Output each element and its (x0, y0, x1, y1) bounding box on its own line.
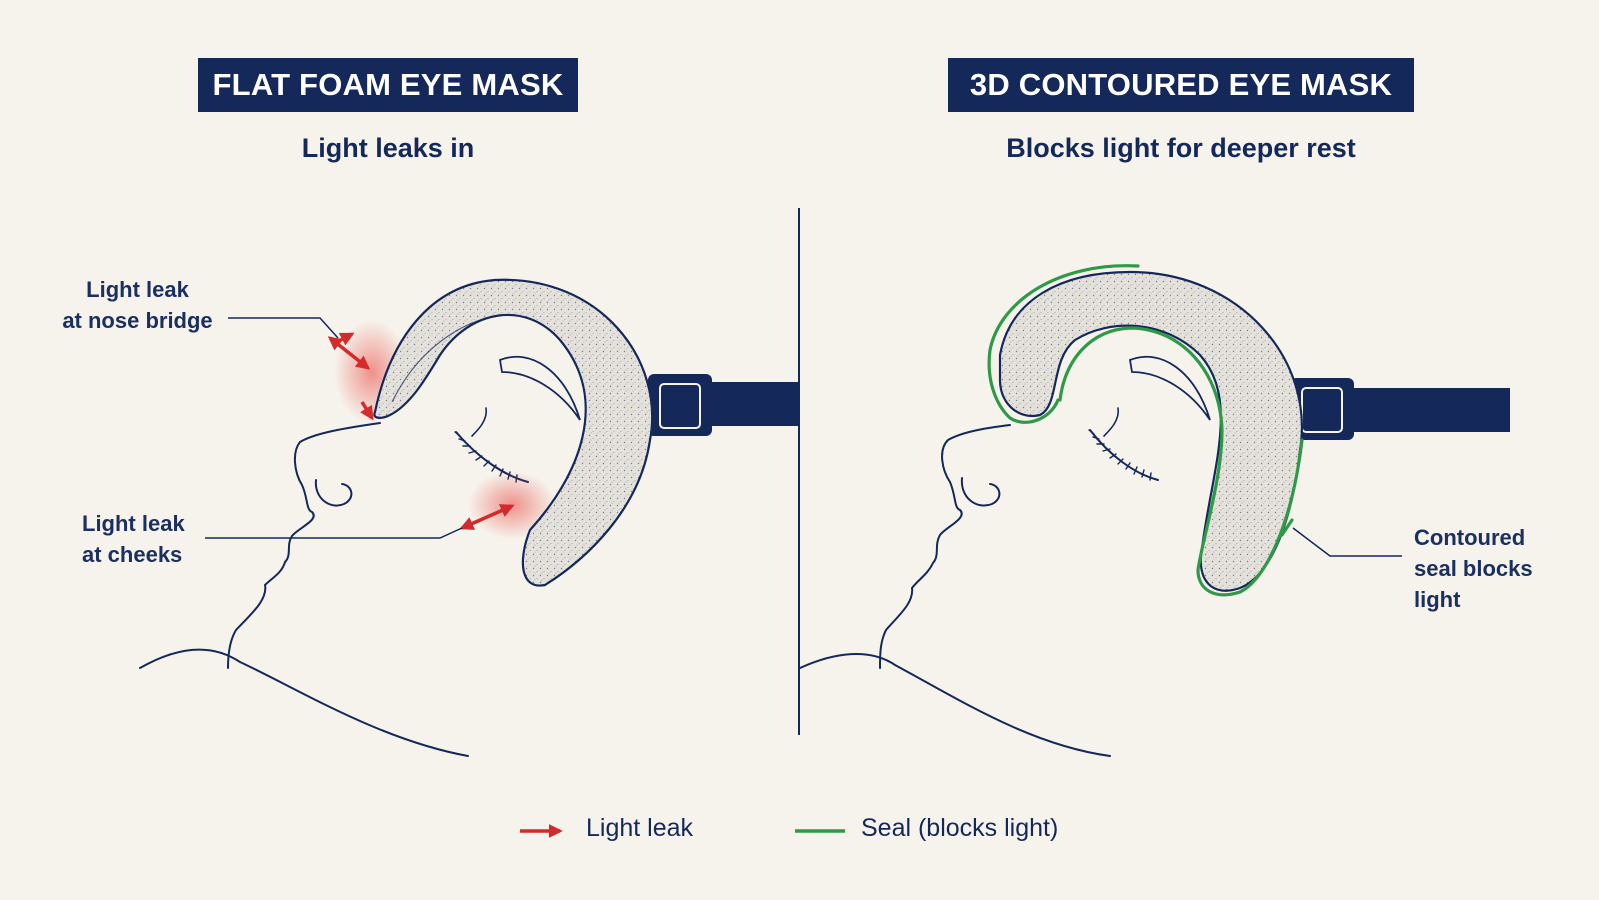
callout-nose-bridge: Light leak at nose bridge (60, 274, 215, 336)
left-eyebrow (498, 355, 581, 421)
legend-seal-label: Seal (blocks light) (861, 814, 1059, 842)
right-face-profile (799, 407, 1159, 757)
right-eyelashes (1088, 429, 1152, 481)
callout-contoured-seal: Contoured seal blocks light (1414, 522, 1554, 615)
callout-nose-bridge-line2: at nose bridge (62, 308, 213, 333)
callout-cheeks: Light leak at cheeks (82, 508, 192, 570)
right-eyebrow (1128, 355, 1211, 421)
callout-cheeks-line2: at cheeks (82, 542, 183, 567)
seal-inner (1058, 326, 1304, 597)
right-leader-line (1292, 527, 1402, 557)
left-face-profile (139, 407, 529, 757)
callout-cheeks-line1: Light leak (82, 511, 185, 536)
left-panel-title: FLAT FOAM EYE MASK (198, 58, 578, 112)
leak-arrows-left (327, 332, 515, 530)
leak-arrow-nose-2 (334, 332, 355, 346)
seal-lines (987, 264, 1304, 597)
left-panel-subtitle: Light leaks in (301, 133, 475, 163)
flat-foam-mask (373, 278, 654, 587)
seal-outer (987, 264, 1140, 424)
callout-seal-line1: Contoured (1414, 525, 1526, 550)
callout-seal-line2: seal blocks (1414, 556, 1533, 581)
legend-leak-label: Light leak (586, 814, 694, 842)
leak-arrow-cheek (459, 504, 515, 530)
left-strap (648, 374, 799, 436)
leak-arrow-nose-3 (360, 401, 374, 421)
contoured-eye-mask (998, 270, 1303, 592)
right-strap (1290, 378, 1510, 440)
seal-pointer (1280, 518, 1294, 537)
right-panel-title: 3D CONTOURED EYE MASK (948, 58, 1414, 112)
left-leader-lines (205, 317, 463, 539)
callout-seal-line3: light (1414, 587, 1461, 612)
right-panel-subtitle: Blocks light for deeper rest (1006, 133, 1356, 163)
callout-nose-bridge-line1: Light leak (86, 277, 189, 302)
